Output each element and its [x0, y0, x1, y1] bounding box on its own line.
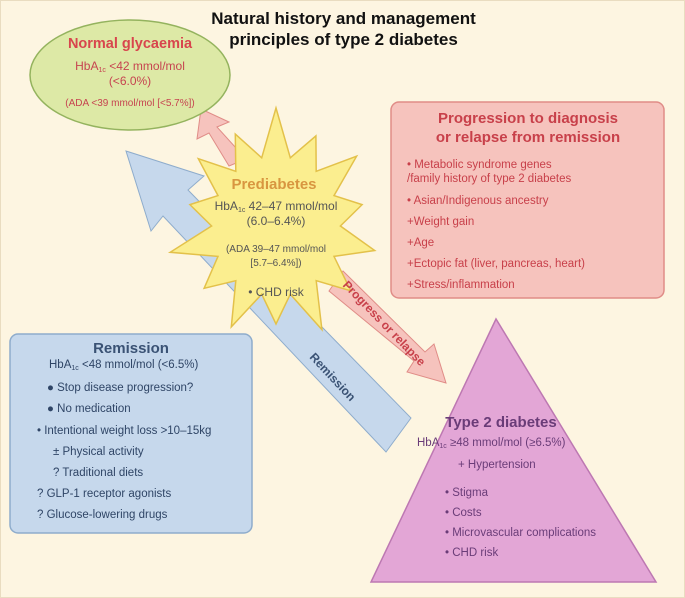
progression-item: +Weight gain	[407, 216, 475, 228]
remission-item: ● Stop disease progression?	[47, 382, 194, 394]
progression-item: +Ectopic fat (liver, pancreas, heart)	[407, 258, 586, 270]
progression-title-1: Progression to diagnosis	[437, 110, 619, 127]
remission-hba1c: HbA1c <48 mmol/mol (<6.5%)	[49, 359, 199, 372]
progression-item: +Stress/inflammation	[407, 279, 515, 291]
type2-item: • CHD risk	[445, 547, 499, 559]
prediabetes-title: Prediabetes	[231, 176, 317, 193]
remission-item: ● No medication	[47, 403, 131, 415]
remission-item: ? GLP-1 receptor agonists	[37, 488, 172, 500]
normal-hba1c: HbA1c <42 mmol/mol	[75, 59, 185, 74]
progression-item: +Age	[407, 237, 435, 249]
prediabetes-ada-1: (ADA 39–47 mmol/mol	[225, 244, 327, 255]
remission-item: • Intentional weight loss >10–15kg	[37, 425, 212, 437]
prediabetes-hba1c: HbA1c 42–47 mmol/mol	[214, 199, 338, 214]
progression-title: Progression to diagnosis or relapse from…	[396, 109, 660, 147]
type2-title: Type 2 diabetes	[445, 414, 557, 431]
type2-item: • Stigma	[445, 487, 489, 499]
progress-arrow	[328, 270, 447, 384]
normal-glycaemia-ellipse	[29, 19, 231, 131]
normal-ada: (ADA <39 mmol/mol [<5.7%])	[65, 98, 195, 109]
remission-title: Remission	[93, 340, 169, 357]
progression-item: • Asian/Indigenous ancestry	[407, 195, 549, 207]
prediabetes-star	[167, 105, 377, 332]
normal-glycaemia-title: Normal glycaemia	[67, 36, 193, 52]
type2-hba1c: HbA1c ≥48 mmol/mol (≥6.5%)	[417, 437, 566, 450]
prediabetes-percent: (6.0–6.4%)	[246, 214, 306, 228]
normal-percent: (<6.0%)	[108, 74, 152, 88]
remission-item: ? Traditional diets	[53, 467, 144, 479]
progression-title-2: or relapse from remission	[435, 129, 621, 146]
type2-item: • Costs	[445, 507, 482, 519]
page-title: Natural history and management principle…	[1, 8, 684, 50]
prediabetes-risk: • CHD risk	[248, 285, 304, 299]
progression-item: • Metabolic syndrome genes	[407, 159, 552, 171]
regress-arrow	[196, 108, 247, 167]
remission-box	[9, 333, 253, 534]
type2-hypertension: + Hypertension	[458, 459, 536, 471]
prediabetes-ada-2: [5.7–6.4%])	[250, 258, 302, 269]
remission-item: ? Glucose-lowering drugs	[37, 509, 168, 521]
type2-triangle	[369, 317, 658, 583]
title-line-1: Natural history and management	[211, 9, 476, 28]
type2-item: • Microvascular complications	[445, 527, 597, 539]
progression-item: /family history of type 2 diabetes	[407, 173, 572, 185]
title-line-2: principles of type 2 diabetes	[229, 30, 458, 49]
progression-box	[390, 101, 665, 299]
remission-item: ± Physical activity	[53, 446, 144, 458]
